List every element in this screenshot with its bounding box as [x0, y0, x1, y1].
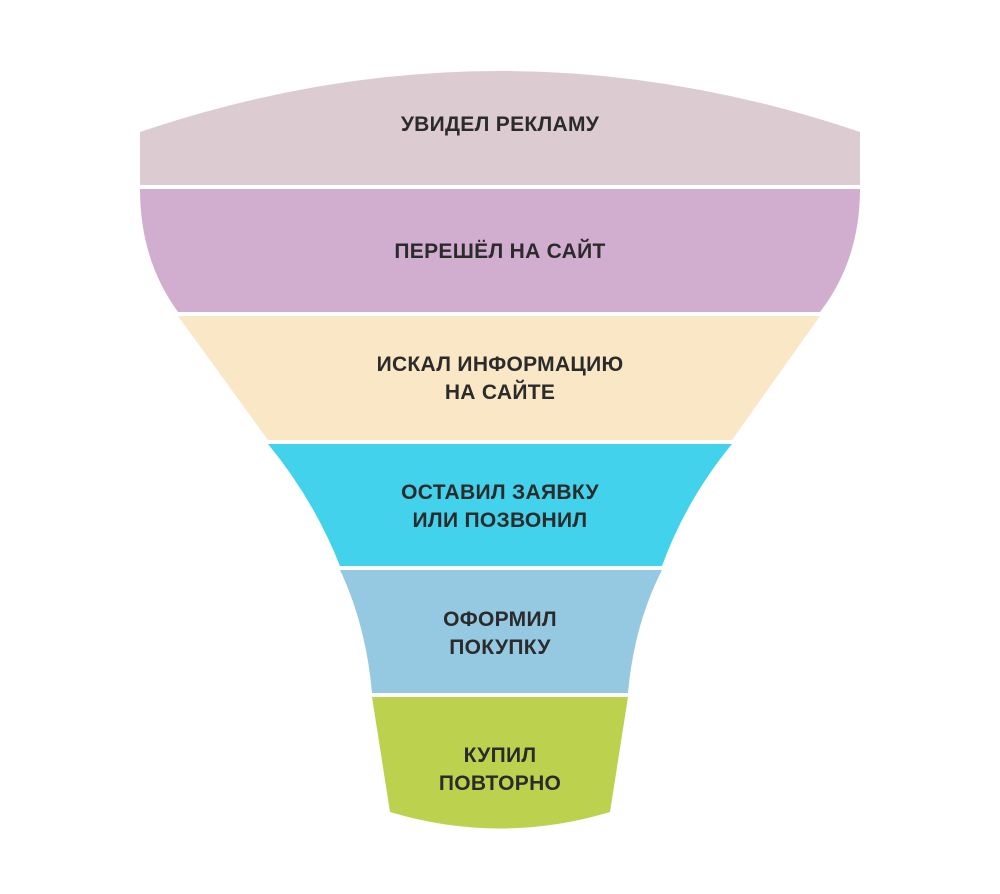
funnel-stage-label: ОСТАВИЛ ЗАЯВКУ: [401, 481, 599, 504]
funnel-stage-label: УВИДЕЛ РЕКЛАМУ: [401, 113, 600, 136]
funnel-stage-label: ОФОРМИЛ: [443, 608, 557, 631]
funnel-stage-label: НА САЙТЕ: [445, 380, 555, 404]
funnel-stage-made-purchase: [340, 570, 662, 693]
funnel-stage-label: ПОКУПКУ: [449, 636, 551, 659]
funnel-stage-visited-site: [140, 189, 860, 312]
funnel-stage-label: ПЕРЕШЁЛ НА САЙТ: [394, 239, 605, 263]
funnel-stage-label: ИЛИ ПОЗВОНИЛ: [413, 509, 588, 532]
funnel-stage-label: ИСКАЛ ИНФОРМАЦИЮ: [377, 353, 624, 376]
funnel-stage-label: ПОВТОРНО: [439, 772, 561, 795]
funnel-stage-saw-ad: [140, 71, 860, 185]
funnel-stage-bought-again: [372, 697, 628, 829]
funnel-stage-left-request: [268, 444, 732, 566]
funnel-stage-label: КУПИЛ: [464, 744, 537, 767]
funnel-stage-searched-info: [178, 316, 820, 440]
